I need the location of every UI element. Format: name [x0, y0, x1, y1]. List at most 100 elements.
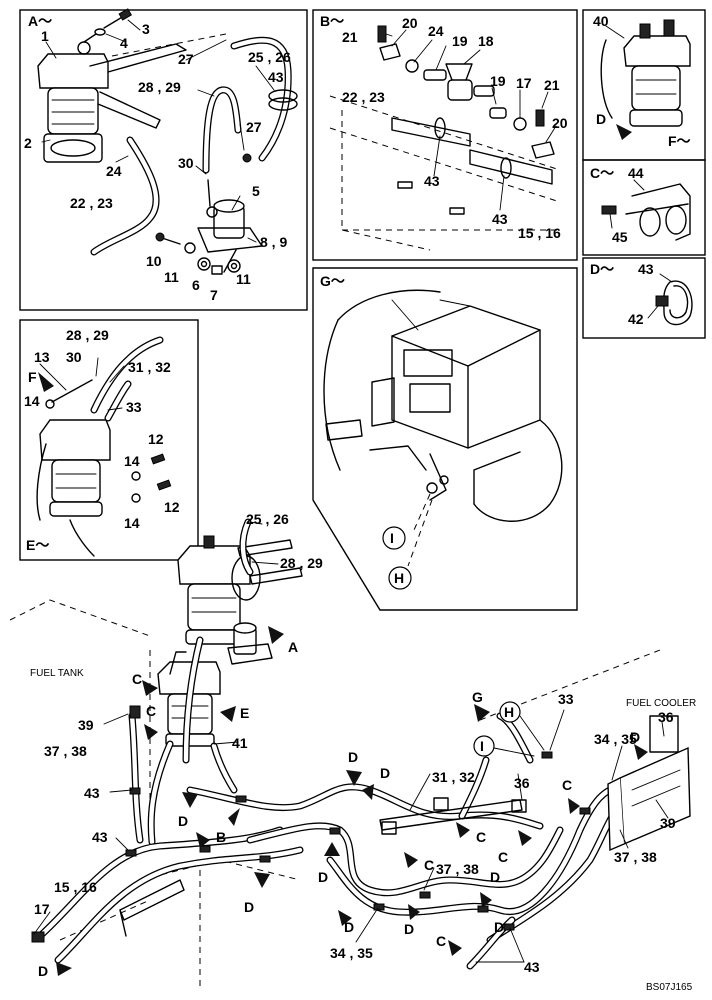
- part-number: 1: [41, 28, 49, 44]
- part-number: 12: [164, 499, 180, 515]
- view-letter: D: [494, 919, 504, 935]
- view-arrow-icon: [268, 626, 284, 644]
- fuel-pump-a: [197, 153, 263, 253]
- part-number: 21: [342, 29, 358, 45]
- view-letter: D: [38, 963, 48, 979]
- part-number: 44: [628, 165, 644, 181]
- part-number: 33: [558, 691, 574, 707]
- leaders-a: [41, 19, 275, 243]
- part-number: 31 , 32: [128, 359, 171, 375]
- part-number: 43: [268, 69, 284, 85]
- view-letter: D: [404, 921, 414, 937]
- part-number: 45: [612, 229, 628, 245]
- engine-block: [323, 289, 563, 522]
- part-number: 28 , 29: [138, 79, 181, 95]
- part-number: 7: [210, 287, 218, 303]
- view-letter: B: [216, 829, 226, 845]
- view-arrow-icon: [182, 792, 198, 808]
- part-number: 21: [544, 77, 560, 93]
- main-hoses: [36, 636, 630, 970]
- view-letter: C: [436, 933, 446, 949]
- part-number: 30: [178, 155, 194, 171]
- view-letter: A: [288, 639, 298, 655]
- part-number: 11: [236, 271, 251, 287]
- panel-e-title: E～: [26, 537, 49, 553]
- part-number: 36: [514, 775, 530, 791]
- callout-i: [382, 526, 406, 550]
- leaders-main: [33, 521, 669, 963]
- view-arrow-icon: [480, 892, 492, 908]
- panel-d-title: D～: [590, 261, 614, 277]
- part-number: 37 , 38: [614, 849, 657, 865]
- part-number: 17: [516, 75, 532, 91]
- view-letter: E: [240, 705, 249, 721]
- panel-c: C～ 44 45: [582, 159, 706, 256]
- view-letter: C: [476, 829, 486, 845]
- part-number: 39: [78, 717, 94, 733]
- view-letter: D: [630, 729, 640, 745]
- fuel-tank-label: FUEL TANK: [30, 668, 84, 679]
- part-number: 8 , 9: [260, 234, 287, 250]
- part-number: 43: [638, 261, 654, 277]
- fuel-filter-e: [36, 419, 111, 557]
- view-letter: C: [132, 671, 142, 687]
- part-number: 33: [126, 399, 142, 415]
- view-arrow-icon: [220, 706, 236, 722]
- part-number: 43: [92, 829, 108, 845]
- panel-a: A～: [19, 8, 308, 311]
- drawing-code: BS07J165: [646, 982, 693, 993]
- view-arrow-icon: [338, 910, 352, 926]
- part-number: 34 , 35: [594, 731, 637, 747]
- view-arrow-icon: [568, 798, 580, 814]
- view-arrow-icon: [474, 704, 490, 722]
- shutoff-valve: [423, 63, 507, 119]
- view-letter: G: [472, 689, 483, 705]
- view-arrow-icon: [196, 832, 210, 848]
- panel-c-title: C～: [590, 165, 614, 181]
- part-number: 28 , 29: [280, 555, 323, 571]
- callout-h: [388, 566, 412, 590]
- part-number: 37 , 38: [44, 743, 87, 759]
- part-number: 25 , 26: [248, 49, 291, 65]
- view-arrow-icon: [228, 808, 240, 826]
- view-arrow-icon: [404, 852, 418, 868]
- callout-i: [473, 735, 495, 757]
- view-arrow-icon: [324, 842, 340, 856]
- view-arrow-icon: [448, 940, 462, 956]
- fuel-filter-f: [600, 19, 691, 127]
- part-number: 6: [192, 277, 200, 293]
- part-number: 3: [142, 21, 150, 37]
- view-letter: D: [178, 813, 188, 829]
- fuel-cooler: [607, 715, 691, 852]
- part-number: 2: [24, 135, 32, 151]
- panel-b-title: B～: [320, 13, 344, 29]
- bolt-a: [94, 8, 133, 36]
- part-number: 13: [34, 349, 50, 365]
- part-number: 20: [402, 15, 418, 31]
- part-number: 19: [452, 33, 468, 49]
- part-number: 30: [66, 349, 82, 365]
- part-number: 14: [124, 515, 140, 531]
- part-number: 14: [24, 393, 40, 409]
- view-letter: D: [490, 869, 500, 885]
- hose-clamps: [125, 751, 591, 931]
- part-number: 39: [660, 815, 676, 831]
- main-assembly: FUEL TANK: [9, 511, 696, 990]
- part-number: 4: [120, 35, 128, 51]
- view-letter: D: [348, 749, 358, 765]
- view-arrow-icon: [362, 784, 374, 800]
- view-letter: D: [344, 919, 354, 935]
- part-number: 41: [232, 735, 248, 751]
- part-number: 20: [552, 115, 568, 131]
- part-number: 43: [524, 959, 540, 975]
- part-number: 22 , 23: [70, 195, 113, 211]
- part-number: 15 , 16: [518, 225, 561, 241]
- view-arrow-icon: [38, 372, 54, 392]
- part-number: 14: [124, 453, 140, 469]
- part-number: 5: [252, 183, 260, 199]
- view-letter: D: [596, 111, 606, 127]
- part-number: 27: [178, 51, 194, 67]
- part-number: 18: [478, 33, 494, 49]
- part-number: 40: [593, 13, 609, 29]
